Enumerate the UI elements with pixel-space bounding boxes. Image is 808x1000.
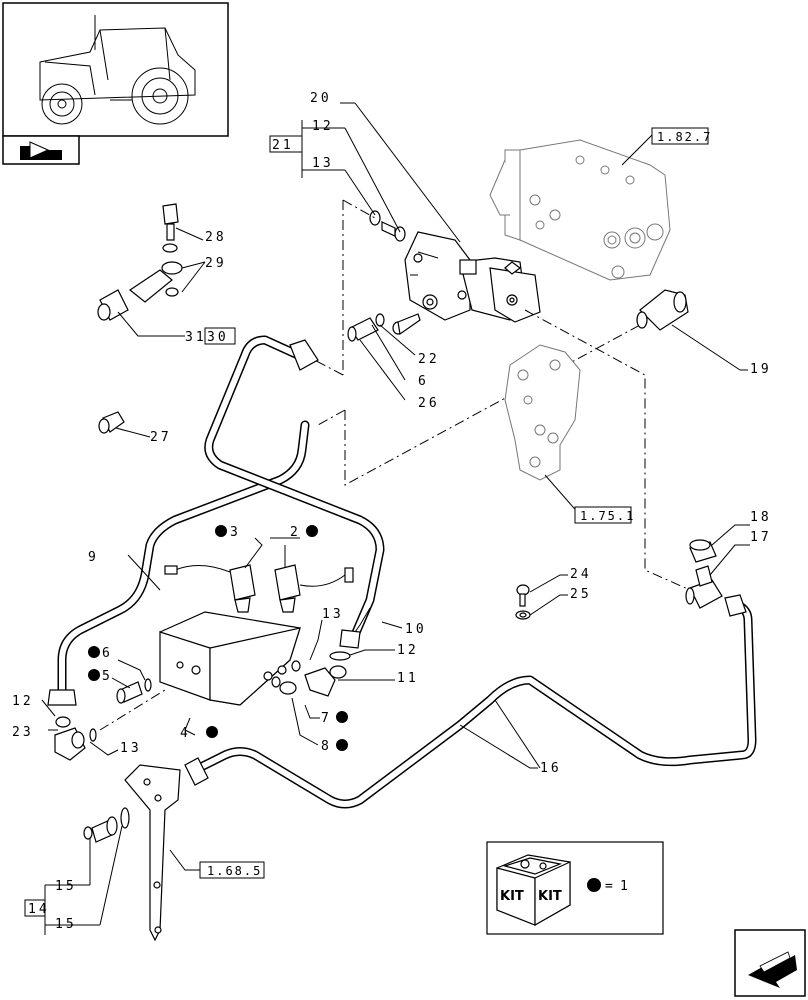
quick-coupler-19 [636, 289, 689, 331]
label-16[interactable]: 16 [540, 761, 562, 776]
seal-6 [144, 678, 152, 692]
kit-legend: KIT KIT = 1 [486, 841, 664, 935]
label-19[interactable]: 19 [750, 362, 772, 377]
label-25[interactable]: 25 [570, 587, 592, 602]
label-29[interactable]: 29 [205, 256, 227, 271]
bolt-22 [392, 313, 421, 336]
label-9[interactable]: 9 [88, 550, 99, 565]
label-13-top[interactable]: 13 [312, 156, 334, 171]
ref-1-75-1[interactable]: 1.75.1 [580, 509, 635, 523]
plug-8 [271, 676, 297, 695]
control-valve [404, 231, 541, 323]
label-13-left[interactable]: 13 [120, 741, 142, 756]
elbow-fitting-11 [304, 665, 347, 697]
kit-dot-4 [206, 726, 218, 738]
label-14[interactable]: 14 [28, 902, 50, 917]
lower-bracket [124, 764, 181, 942]
solenoid-3 [164, 564, 256, 613]
washer-25 [515, 610, 531, 620]
label-2[interactable]: 2 [290, 525, 301, 540]
back-folder-icon[interactable] [2, 135, 80, 165]
label-15-b[interactable]: 15 [55, 917, 77, 932]
label-24[interactable]: 24 [570, 567, 592, 582]
label-12-mid[interactable]: 12 [397, 643, 419, 658]
valve-block-ghost [489, 139, 671, 281]
kit-dot-3 [215, 525, 227, 537]
label-31[interactable]: 31 [185, 330, 207, 345]
pipe-9 [47, 420, 310, 706]
bolt-24 [516, 584, 530, 607]
tee-fitting-17 [685, 565, 723, 609]
label-15-a[interactable]: 15 [55, 879, 77, 894]
kit-dot-5 [88, 669, 100, 681]
kit-dot-7 [336, 711, 348, 723]
ref-1-68-5[interactable]: 1.68.5 [207, 864, 262, 878]
kit-dot-6 [88, 646, 100, 658]
label-6-top[interactable]: 6 [418, 374, 429, 389]
seal-12-left [55, 716, 71, 728]
label-18[interactable]: 18 [750, 510, 772, 525]
kit-text-left: KIT [500, 889, 524, 904]
label-8[interactable]: 8 [321, 739, 332, 754]
kit-legend-equals: = [605, 879, 616, 894]
nut-31 [97, 289, 129, 321]
bulkhead-14-15 [83, 807, 130, 843]
pipe-10 [204, 335, 385, 649]
fitting-26 [347, 313, 385, 342]
label-23[interactable]: 23 [12, 725, 34, 740]
plug-27 [98, 411, 125, 434]
label-11[interactable]: 11 [397, 671, 419, 686]
label-26[interactable]: 26 [418, 396, 440, 411]
label-20[interactable]: 20 [310, 91, 332, 106]
seal-7-13 [291, 660, 301, 672]
label-10[interactable]: 10 [405, 622, 427, 637]
label-17[interactable]: 17 [750, 530, 772, 545]
label-3[interactable]: 3 [230, 525, 241, 540]
label-30[interactable]: 30 [207, 330, 229, 345]
label-7[interactable]: 7 [321, 711, 332, 726]
ref-1-82-7[interactable]: 1.82.7 [657, 130, 712, 144]
seal-12-elbow [329, 651, 351, 661]
label-21[interactable]: 21 [272, 138, 294, 153]
seal-12-13-top [369, 210, 406, 242]
label-28[interactable]: 28 [205, 230, 227, 245]
manifold-block [159, 611, 301, 706]
fitting-5 [116, 681, 143, 704]
kit-text-right: KIT [538, 889, 562, 904]
banjo-fitting-29 [128, 261, 183, 303]
tractor-thumbnail-icon[interactable] [2, 2, 229, 137]
solenoid-2 [274, 564, 354, 613]
label-12-left[interactable]: 12 [12, 694, 34, 709]
kit-legend-dot [587, 878, 601, 892]
label-4[interactable]: 4 [180, 726, 191, 741]
label-12-top[interactable]: 12 [312, 119, 334, 134]
kit-dot-2 [306, 525, 318, 537]
kit-dot-8 [336, 739, 348, 751]
label-22[interactable]: 22 [418, 352, 440, 367]
seal-13-left [89, 728, 97, 742]
elbow-fitting-23 [54, 727, 86, 761]
kit-legend-count: 1 [620, 879, 631, 894]
pipe-16 [184, 594, 757, 809]
mount-bracket [504, 344, 581, 481]
banjo-bolt-28 [162, 203, 179, 253]
label-27[interactable]: 27 [150, 430, 172, 445]
label-6[interactable]: 6 [102, 646, 113, 661]
next-page-arrow-icon[interactable] [734, 929, 806, 997]
label-5[interactable]: 5 [102, 669, 113, 684]
label-13-mid[interactable]: 13 [322, 607, 344, 622]
cap-18 [689, 539, 717, 563]
